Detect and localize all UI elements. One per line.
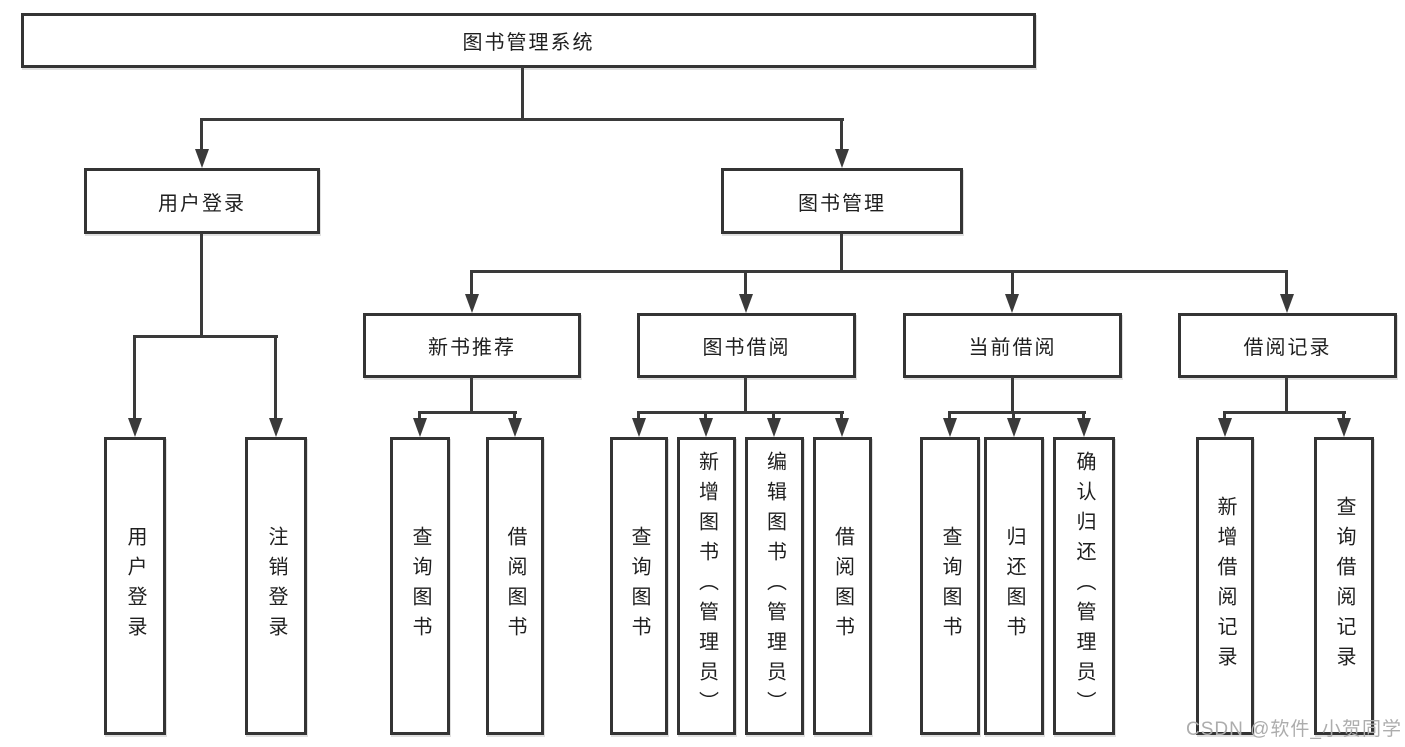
connector-line: [1011, 377, 1014, 414]
node-label: 借阅记录: [1243, 337, 1332, 359]
node-library-management-system: 图书管理系统: [21, 13, 1036, 68]
connector-line: [772, 412, 775, 420]
arrow-down-icon: [508, 418, 522, 437]
node-label: 当前借阅: [968, 337, 1057, 359]
connector-line: [1342, 412, 1345, 420]
connector-line: [948, 411, 1086, 414]
node-label: 查询图书: [628, 526, 650, 646]
arrow-down-icon: [465, 294, 479, 313]
connector-line: [1011, 272, 1014, 295]
connector-line: [704, 412, 707, 420]
arrow-down-icon: [1218, 418, 1232, 437]
node-borrowing-records: 借阅记录: [1178, 313, 1397, 378]
connector-line: [133, 335, 278, 338]
arrow-down-icon: [835, 149, 849, 168]
arrow-down-icon: [1007, 418, 1021, 437]
arrow-down-icon: [767, 418, 781, 437]
connector-line: [200, 233, 203, 338]
node-query-books-recommend: 查询图书: [390, 437, 450, 735]
node-logout: 注销登录: [245, 437, 307, 735]
connector-line: [744, 377, 747, 414]
arrow-down-icon: [1280, 294, 1294, 313]
node-borrow-books-recommend: 借阅图书: [486, 437, 544, 735]
arrow-down-icon: [1077, 418, 1091, 437]
node-label: 图书管理: [798, 192, 886, 215]
node-current-borrowing: 当前借阅: [903, 313, 1122, 378]
arrow-down-icon: [128, 418, 142, 437]
connector-line: [513, 412, 516, 420]
node-label: 借阅图书: [831, 526, 854, 646]
connector-line: [521, 67, 524, 121]
node-user-login-group: 用户登录: [84, 168, 320, 234]
node-label: 图书借阅: [702, 337, 791, 359]
arrow-down-icon: [269, 418, 283, 437]
arrow-down-icon: [1005, 294, 1019, 313]
connector-line: [470, 270, 1288, 273]
connector-line: [418, 411, 517, 414]
connector-line: [1285, 272, 1288, 295]
node-book-management: 图书管理: [721, 168, 963, 234]
connector-line: [418, 412, 421, 420]
node-borrow-books-borrowing: 借阅图书: [813, 437, 872, 735]
node-label: 新增借阅记录: [1214, 496, 1236, 676]
node-label: 查询借阅记录: [1333, 496, 1355, 676]
node-add-borrow-record: 新增借阅记录: [1196, 437, 1254, 735]
node-query-borrow-record: 查询借阅记录: [1314, 437, 1374, 735]
node-user-login: 用户登录: [104, 437, 166, 735]
connector-line: [470, 377, 473, 414]
node-label: 用户登录: [124, 526, 146, 646]
arrow-down-icon: [739, 294, 753, 313]
arrow-down-icon: [1337, 418, 1351, 437]
node-label: 归还图书: [1003, 526, 1025, 646]
node-label: 新书推荐: [428, 337, 516, 359]
arrow-down-icon: [943, 418, 957, 437]
node-label: 新增图书（管理员）: [695, 451, 718, 721]
connector-line: [1082, 412, 1085, 420]
node-book-borrowing: 图书借阅: [637, 313, 856, 378]
connector-line: [744, 272, 747, 295]
connector-line: [840, 412, 843, 420]
node-label: 查询图书: [939, 526, 961, 646]
connector-line: [470, 272, 473, 295]
connector-line: [840, 233, 843, 273]
node-label: 查询图书: [409, 526, 431, 646]
connector-line: [200, 118, 844, 121]
connector-line: [1012, 412, 1015, 420]
arrow-down-icon: [632, 418, 646, 437]
connector-line: [637, 411, 844, 414]
node-query-books-borrowing: 查询图书: [610, 437, 668, 735]
node-label: 图书管理系统: [462, 32, 595, 54]
connector-line: [948, 412, 951, 420]
connector-line: [1223, 412, 1226, 420]
node-return-books: 归还图书: [984, 437, 1044, 735]
arrow-down-icon: [413, 418, 427, 437]
watermark: CSDN @软件_小贺同学: [1186, 719, 1402, 740]
node-edit-books-admin: 编辑图书（管理员）: [745, 437, 804, 735]
node-label: 确认归还（管理员）: [1073, 451, 1095, 721]
connector-line: [1223, 411, 1346, 414]
connector-line: [1285, 377, 1288, 414]
arrow-down-icon: [835, 418, 849, 437]
node-add-books-admin: 新增图书（管理员）: [677, 437, 736, 735]
node-confirm-return-admin: 确认归还（管理员）: [1053, 437, 1115, 735]
connector-line: [840, 120, 843, 150]
node-label: 用户登录: [158, 192, 246, 215]
connector-line: [637, 412, 640, 420]
node-label: 编辑图书（管理员）: [763, 451, 786, 721]
node-query-books-current: 查询图书: [920, 437, 980, 735]
node-new-book-recommend: 新书推荐: [363, 313, 581, 378]
arrow-down-icon: [195, 149, 209, 168]
connector-line: [200, 120, 203, 150]
connector-line: [133, 337, 136, 420]
connector-line: [274, 337, 277, 420]
arrow-down-icon: [699, 418, 713, 437]
node-label: 注销登录: [265, 526, 287, 646]
node-label: 借阅图书: [504, 526, 526, 646]
